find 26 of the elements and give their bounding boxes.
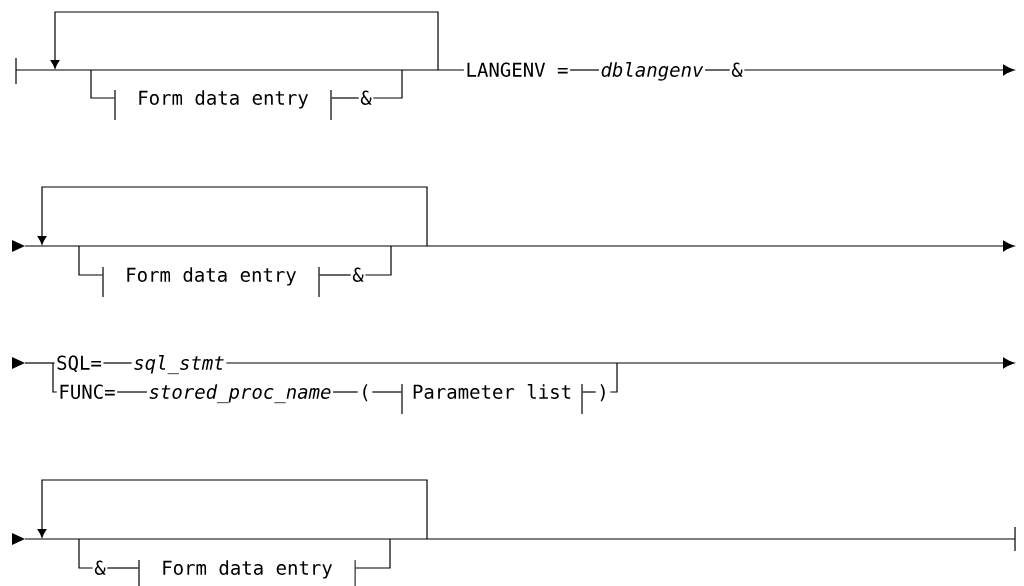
connector-line [332, 391, 359, 393]
connector-line [371, 391, 402, 393]
connector-line [319, 274, 352, 276]
connector-line [116, 391, 148, 393]
syntax-token: sql_stmt [134, 355, 224, 375]
connector-line [704, 69, 731, 71]
connector-line [582, 391, 597, 393]
syntax-token: ( [363, 384, 368, 402]
syntax-token: & [731, 62, 743, 77]
syntax-token: & [360, 90, 372, 105]
syntax-token: FUNC= [60, 384, 115, 399]
syntax-token: stored_proc_name [149, 384, 331, 404]
syntax-token: & [352, 267, 364, 282]
fragment-reference: Form data entry [138, 559, 356, 586]
connector-line [331, 97, 360, 99]
syntax-token: dblangenv [601, 62, 704, 81]
connector-line [102, 362, 133, 364]
syntax-token: ) [600, 384, 605, 402]
syntax-token: SQL= [57, 355, 102, 373]
fragment-reference: Form data entry [102, 266, 320, 298]
syntax-token: & [94, 560, 106, 575]
syntax-token: LANGENV = [467, 62, 568, 77]
fragment-reference: Parameter list [401, 383, 583, 415]
fragment-reference: Form data entry [114, 89, 332, 121]
connector-line [106, 567, 139, 569]
connector-line [569, 69, 600, 71]
